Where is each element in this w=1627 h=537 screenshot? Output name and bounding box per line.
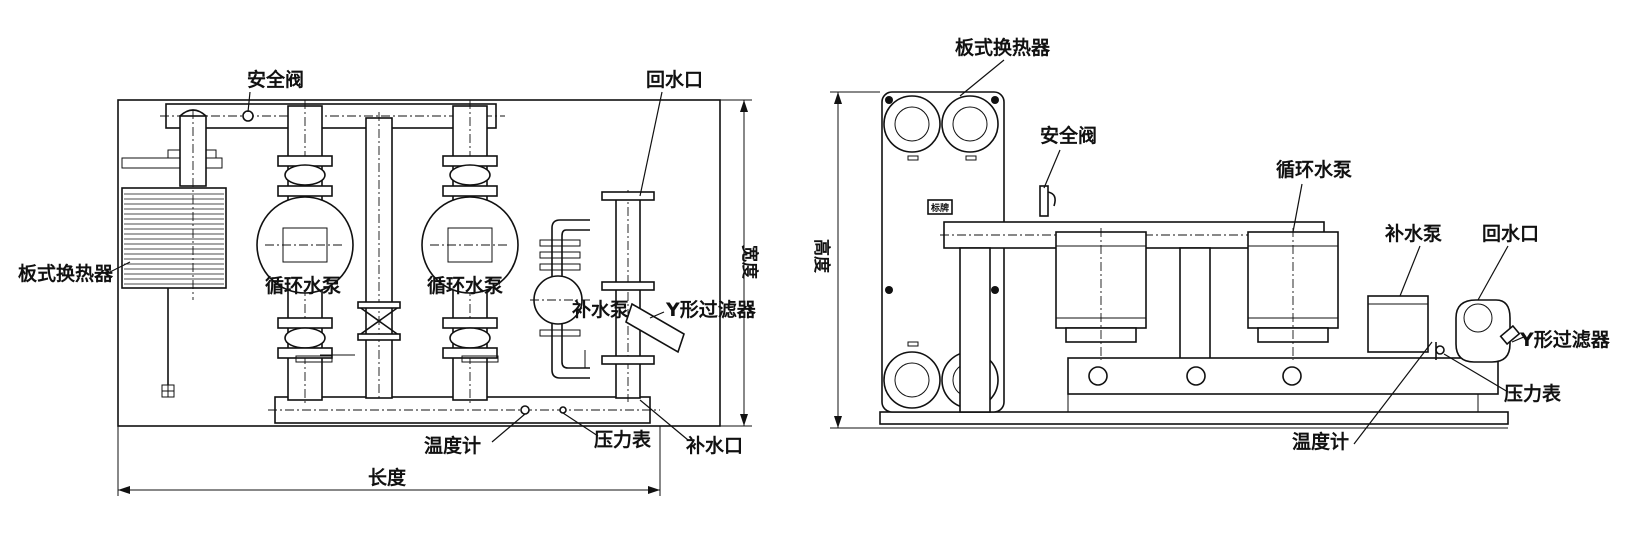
label-width: 宽度 xyxy=(739,245,760,280)
pressure-gauge-icon xyxy=(559,406,567,414)
label-thermometer: 温度计 xyxy=(424,434,481,457)
label-side-pressure-gauge: 压力表 xyxy=(1504,382,1562,405)
safety-valve-icon xyxy=(242,110,254,122)
bypass-pipe xyxy=(357,112,401,400)
label-safety-valve: 安全阀 xyxy=(247,68,304,91)
label-length: 长度 xyxy=(368,466,407,489)
label-makeup-pump: 补水泵 xyxy=(572,298,629,321)
label-circulation-pump-1: 循环水泵 xyxy=(265,274,341,297)
label-side-plate-heat-exchanger: 板式换热器 xyxy=(955,36,1051,59)
label-nameplate: 标牌 xyxy=(930,202,949,214)
label-plate-heat-exchanger: 板式换热器 xyxy=(18,262,114,285)
side-circulation-pump-2 xyxy=(1247,228,1339,360)
label-side-y-filter: Y形过滤器 xyxy=(1519,329,1611,351)
return-pipe-column xyxy=(601,190,685,402)
circulation-pump-1 xyxy=(256,100,355,405)
label-side-thermometer: 温度计 xyxy=(1292,430,1349,453)
side-safety-valve xyxy=(1039,185,1056,217)
plate-heat-exchanger xyxy=(121,149,227,398)
height-dimension xyxy=(830,91,880,429)
label-side-circulation-pump: 循环水泵 xyxy=(1276,158,1352,181)
label-height: 高度 xyxy=(811,239,832,274)
label-makeup-port: 补水口 xyxy=(686,434,743,457)
side-base xyxy=(879,411,1509,425)
nameplate xyxy=(927,199,953,215)
label-y-filter: Y形过滤器 xyxy=(665,299,757,321)
side-circulation-pump-1 xyxy=(1055,228,1147,360)
width-dimension xyxy=(720,99,752,427)
label-side-safety-valve: 安全阀 xyxy=(1040,124,1097,147)
side-pressure-gauge-icon xyxy=(1435,345,1445,355)
label-pressure-gauge: 压力表 xyxy=(594,428,652,451)
side-makeup-pump xyxy=(1367,295,1429,353)
label-side-makeup-pump: 补水泵 xyxy=(1385,222,1442,245)
label-circulation-pump-2: 循环水泵 xyxy=(427,274,503,297)
length-dimension xyxy=(117,426,661,496)
thermometer-icon xyxy=(520,405,530,415)
side-view: 标牌 xyxy=(811,36,1611,453)
label-return-port: 回水口 xyxy=(646,69,703,91)
front-frame xyxy=(117,99,721,427)
label-side-return-port: 回水口 xyxy=(1482,223,1539,245)
circulation-pump-2 xyxy=(421,100,519,405)
makeup-pump xyxy=(530,219,590,379)
side-y-filter xyxy=(1455,299,1521,363)
front-view: 安全阀 回水口 板式换热器 宽度 循环水泵 循环水泵 补水泵 Y形过滤器 温度计… xyxy=(18,68,760,496)
